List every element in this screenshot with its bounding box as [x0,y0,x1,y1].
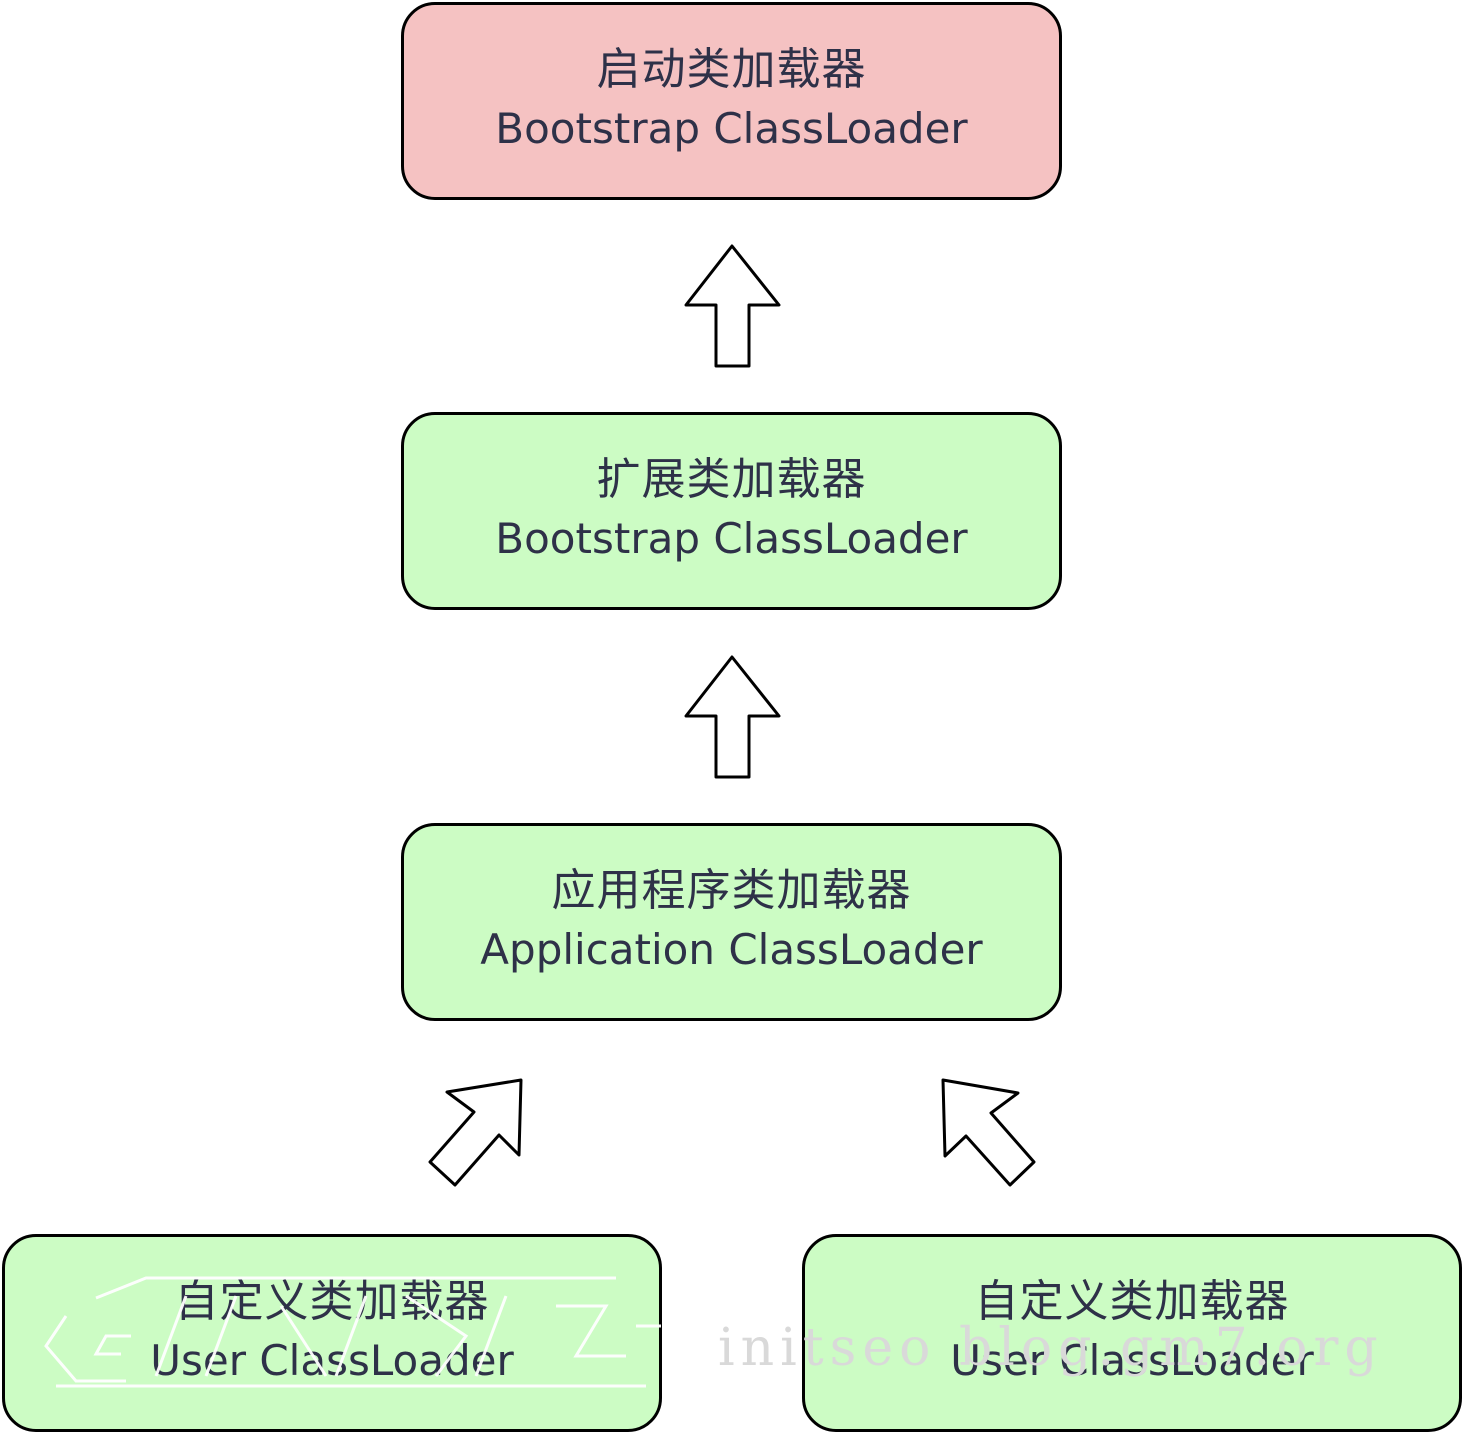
bootstrap-classloader-node: 启动类加载器 Bootstrap ClassLoader [401,2,1062,200]
node-title-en: Bootstrap ClassLoader [495,104,968,153]
node-title-zh: 启动类加载器 [596,44,867,95]
up-arrow-icon [684,244,781,368]
extension-classloader-node: 扩展类加载器 Bootstrap ClassLoader [401,412,1062,610]
up-arrow-icon [684,655,781,779]
application-classloader-node: 应用程序类加载器 Application ClassLoader [401,823,1062,1021]
user-classloader-node-right: 自定义类加载器 User ClassLoader [802,1234,1462,1432]
node-title-en: User ClassLoader [950,1336,1314,1385]
node-title-en: Application ClassLoader [480,925,983,974]
node-title-zh: 自定义类加载器 [974,1276,1290,1327]
node-title-en: Bootstrap ClassLoader [495,514,968,563]
node-title-zh: 扩展类加载器 [596,454,867,505]
node-title-zh: 应用程序类加载器 [551,865,912,916]
